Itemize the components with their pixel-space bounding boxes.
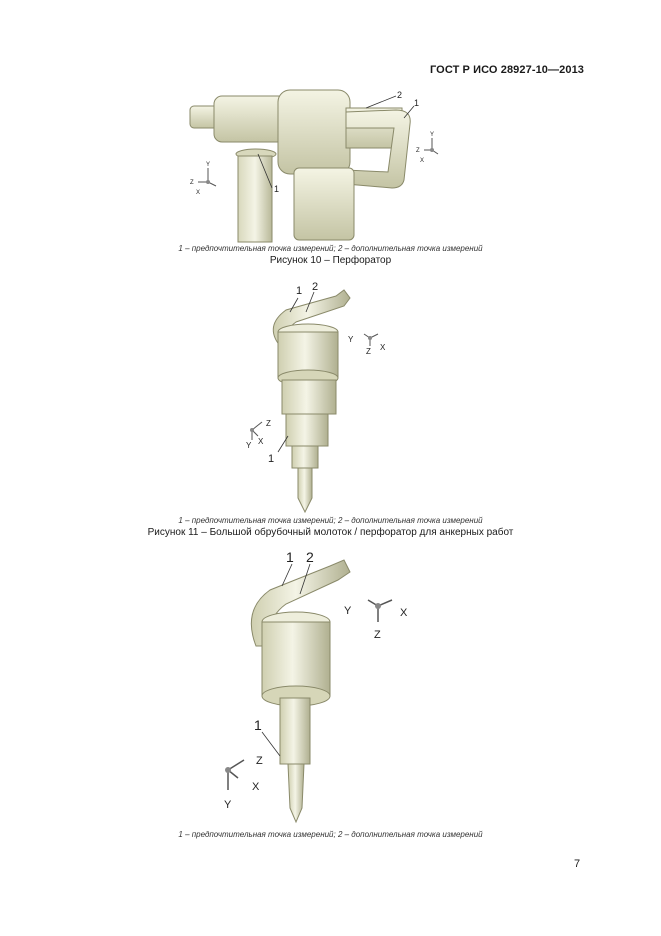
axis-label: Z: [256, 755, 263, 767]
axis-triad-left: [250, 421, 263, 440]
callout-label: 1: [286, 549, 294, 565]
page-number: 7: [574, 858, 581, 870]
figure-12: 1 2 1 Y Z X Z X Y 1 – предпочтительная т…: [0, 546, 661, 842]
axis-label: Y: [246, 441, 252, 450]
callout-label: 2: [397, 90, 402, 100]
axis-label: Y: [224, 799, 232, 811]
axis-label: Z: [374, 629, 381, 641]
axis-label: X: [196, 190, 200, 196]
axis-label: Y: [348, 335, 354, 344]
figure-legend: 1 – предпочтительная точка измерений; 2 …: [178, 830, 483, 839]
axis-label: Y: [430, 132, 434, 138]
axis-label: Y: [206, 162, 210, 168]
axis-triad-left: [198, 168, 217, 187]
axis-label: Y: [344, 605, 352, 617]
axis-label: Z: [366, 347, 371, 356]
callout-label: 1: [268, 453, 274, 465]
callout-label: 2: [312, 281, 318, 293]
figure-10-labels: 2 1 1 Y Z X Y Z X: [190, 90, 434, 196]
axis-triad-left: [225, 759, 245, 790]
figure-10: 2 1 1 Y Z X Y Z X 1 – предпочтительная т…: [0, 88, 661, 268]
axis-label: X: [400, 607, 408, 619]
axis-triad-right: [363, 333, 379, 346]
figure-caption: Рисунок 11 – Большой обрубочный молоток …: [147, 527, 514, 538]
callout-label: 1: [414, 98, 419, 108]
figure-11: 1 2 1 Y Z X Z Y X 1 – предпочтительная т…: [0, 276, 661, 538]
axis-label: X: [420, 158, 424, 164]
axis-triad-right: [424, 138, 439, 155]
demolition-hammer-drawing: [250, 289, 379, 514]
rotary-hammer-drawing: [189, 89, 439, 243]
figure-legend: 1 – предпочтительная точка измерений; 2 …: [178, 244, 483, 253]
axis-label: Z: [266, 419, 271, 428]
callout-label: 1: [296, 285, 302, 297]
document-header: ГОСТ Р ИСО 28927-10—2013: [429, 64, 584, 76]
axis-triad-right: [367, 599, 393, 622]
axis-label: X: [252, 781, 260, 793]
figure-12-labels: 1 2 1 Y Z X Z X Y: [224, 549, 408, 811]
figure-11-labels: 1 2 1 Y Z X Z Y X: [246, 281, 386, 465]
callout-label: 1: [254, 717, 262, 733]
axis-label: Z: [190, 180, 194, 186]
axis-label: X: [258, 437, 264, 446]
callout-label: 1: [274, 184, 279, 194]
figure-caption: Рисунок 10 – Перфоратор: [269, 255, 392, 266]
axis-label: Z: [416, 148, 420, 154]
callout-label: 2: [306, 549, 314, 565]
chipping-hammer-drawing: [225, 559, 393, 824]
axis-label: X: [380, 343, 386, 352]
figure-legend: 1 – предпочтительная точка измерений; 2 …: [178, 516, 483, 525]
